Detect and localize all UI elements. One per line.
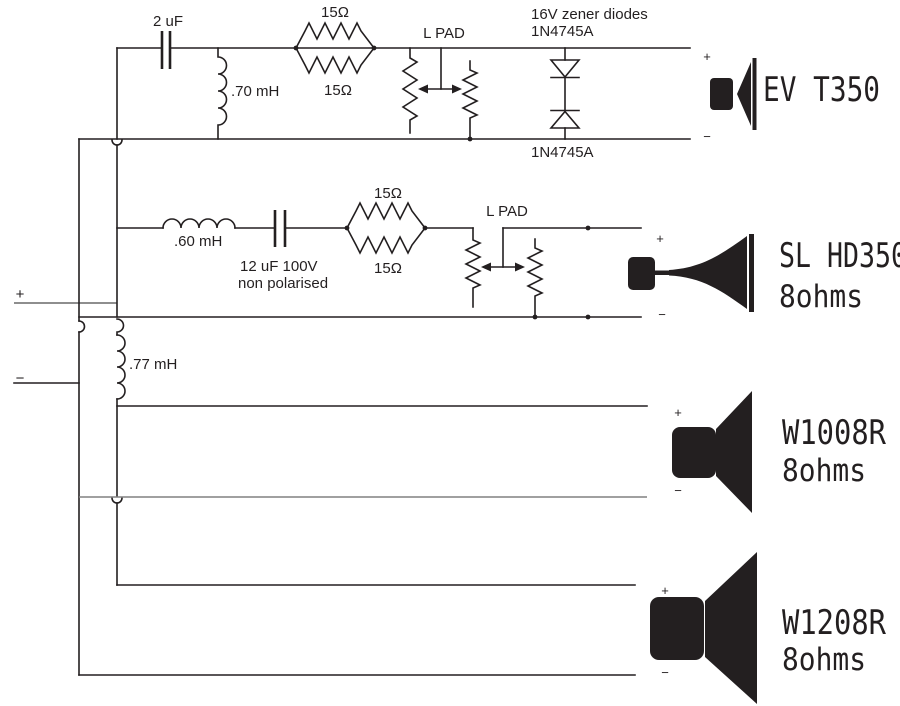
inductor-77mh-label: .77 mH <box>129 356 177 373</box>
w1208r-speaker: + − W1208R 8ohms <box>650 552 886 704</box>
negative-bus-hop <box>78 320 86 333</box>
cone-speaker-icon <box>672 391 752 513</box>
w1008r-branch: + − W1008R 8ohms <box>79 391 886 513</box>
zener-diode-top <box>549 59 581 79</box>
sl-lpad-pot1 <box>464 227 482 308</box>
ev-t350-speaker: + − EV T350 <box>703 49 880 144</box>
sl-speaker-impedance: 8ohms <box>779 279 863 315</box>
capacitor-2uf-label: 2 uF <box>153 13 183 30</box>
ev-t350-branch: 2 uF .70 mH 15Ω 15Ω L PAD <box>78 4 880 161</box>
ev-lpad-label: L PAD <box>423 25 465 42</box>
zener-title-label: 16V zener diodes <box>531 6 648 23</box>
sl-speaker-name: SL HD350 <box>779 236 900 276</box>
sl-minus-junction-dot <box>585 314 591 320</box>
w1208r-plus-label: + <box>661 583 669 598</box>
w1208r-speaker-name: W1208R <box>782 603 886 643</box>
sl-parallel-resistors: 15Ω 15Ω <box>344 185 428 277</box>
ev-lpad-arrow-right <box>452 84 462 94</box>
zener-part-bottom-label: 1N4745A <box>531 144 594 161</box>
zener-diode-bottom <box>549 110 581 129</box>
ev-speaker-name: EV T350 <box>763 70 880 110</box>
horn-midrange-icon <box>628 234 754 312</box>
inductor-70mh: .70 mH <box>217 47 279 140</box>
sl-resistor-bottom-label: 15Ω <box>374 260 402 277</box>
ev-resistor-bottom-label: 15Ω <box>324 82 352 99</box>
w1008r-minus-label: − <box>674 483 682 498</box>
inductor-70mh-label: .70 mH <box>231 83 279 100</box>
sl-lpad: L PAD <box>464 203 544 320</box>
sl-lpad-pot2 <box>526 238 544 318</box>
sl-hd350-branch: .60 mH 12 uF 100V non polarised 15Ω 15Ω … <box>78 185 900 322</box>
w1008r-speaker-name: W1008R <box>782 413 886 453</box>
sl-lpad-arrow-right <box>515 262 525 272</box>
ev-parallel-resistors: 15Ω 15Ω <box>293 4 377 99</box>
positive-bus-hop2 <box>116 318 125 336</box>
sl-plus-label: + <box>656 231 664 246</box>
cone-speaker-icon-large <box>650 552 757 704</box>
ev-minus-label: − <box>703 129 711 144</box>
ev-lpad-arrow-left <box>418 84 428 94</box>
sl-plus-junction-dot <box>585 225 591 231</box>
bus-wires: .77 mH <box>78 47 177 676</box>
capacitor-12uf-value: 12 uF 100V <box>240 258 318 275</box>
capacitor-12uf: 12 uF 100V non polarised <box>238 210 328 292</box>
horn-tweeter-icon <box>710 58 757 130</box>
sl-minus-label: − <box>658 307 666 322</box>
ev-resistor-top-label: 15Ω <box>321 4 349 21</box>
w1208r-speaker-impedance: 8ohms <box>782 642 866 678</box>
zener-part-top-label: 1N4745A <box>531 23 594 40</box>
sl-lpad-arrow-left <box>481 262 491 272</box>
inductor-60mh-label: .60 mH <box>174 233 222 250</box>
ev-lpad-pot1 <box>401 47 419 134</box>
zener-diodes: 16V zener diodes 1N4745A 1N4745A <box>531 6 648 161</box>
input-minus-label: − <box>16 370 25 387</box>
w1208r-branch: + − W1208R 8ohms <box>78 552 886 704</box>
sl-resistor-top-label: 15Ω <box>374 185 402 202</box>
inductor-60mh <box>162 218 236 229</box>
inductor-77mh <box>116 334 126 400</box>
ev-plus-label: + <box>703 49 711 64</box>
capacitor-12uf-note: non polarised <box>238 275 328 292</box>
sl-hd350-speaker: + − SL HD350 8ohms <box>628 231 900 322</box>
w1008r-speaker-impedance: 8ohms <box>782 453 866 489</box>
ev-lpad: L PAD <box>401 25 479 142</box>
w1208r-minus-label: − <box>661 665 669 680</box>
input-terminals: + − <box>13 286 117 387</box>
capacitor-2uf: 2 uF <box>153 13 183 69</box>
input-plus-label: + <box>16 286 25 303</box>
sl-lpad-label: L PAD <box>486 203 528 220</box>
w1008r-speaker: + − W1008R 8ohms <box>672 391 886 513</box>
w1008r-plus-label: + <box>674 405 682 420</box>
ev-lpad-pot2 <box>461 60 479 140</box>
